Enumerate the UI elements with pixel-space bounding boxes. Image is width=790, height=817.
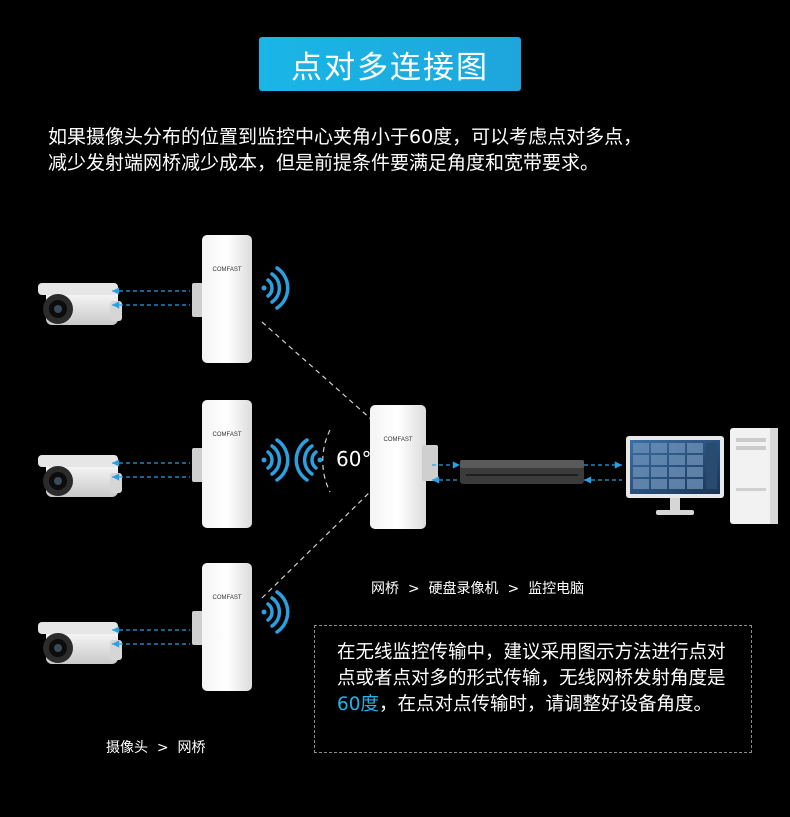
wifi-signal-icon — [294, 438, 323, 482]
path-label-right: 网桥 > 硬盘录像机 > 监控电脑 — [371, 578, 584, 598]
bridge-icon: COMFAST — [192, 563, 252, 691]
bridge-icon: COMFAST — [370, 405, 438, 529]
path-left-a: 摄像头 — [106, 740, 148, 756]
path-right-sep1: > — [407, 581, 420, 597]
path-left-sep: > — [156, 740, 169, 756]
angle-label: 60° — [336, 447, 372, 471]
brand-label: COMFAST — [212, 595, 241, 601]
intro-line-2: 减少发射端网桥减少成本，但是前提条件要满足角度和宽带要求。 — [48, 152, 600, 174]
path-right-sep2: > — [507, 581, 520, 597]
brand-label: COMFAST — [212, 267, 241, 273]
brand-label: COMFAST — [212, 432, 241, 438]
camera-links — [112, 287, 190, 648]
pc-tower-icon — [730, 428, 778, 524]
bridge-icon: COMFAST — [192, 235, 252, 363]
brand-label: COMFAST — [383, 437, 412, 443]
info-text-before: 在无线监控传输中，建议采用图示方法进行点对点或者点对多的形式传输，无线网桥发射角… — [337, 642, 726, 689]
angle-line-bottom — [261, 489, 373, 599]
page-title: 点对多连接图 — [259, 37, 521, 91]
path-right-b: 硬盘录像机 — [428, 581, 499, 597]
info-text-after: ，在点对点传输时，请调整好设备角度。 — [379, 694, 713, 715]
nvr-icon — [460, 460, 584, 484]
bridge-nvr-links — [432, 461, 622, 484]
wifi-signal-icon — [261, 438, 290, 482]
bridge-icon: COMFAST — [192, 400, 252, 528]
camera-icon — [38, 455, 122, 497]
path-left-b: 网桥 — [177, 740, 206, 756]
intro-text: 如果摄像头分布的位置到监控中心夹角小于60度，可以考虑点对多点， 减少发射端网桥… — [48, 124, 768, 176]
camera-icon — [38, 622, 122, 664]
wifi-signal-icon — [261, 266, 290, 310]
path-right-a: 网桥 — [371, 581, 399, 597]
info-box: 在无线监控传输中，建议采用图示方法进行点对点或者点对多的形式传输，无线网桥发射角… — [314, 625, 752, 753]
angle-lines — [261, 321, 373, 599]
monitor-icon — [626, 436, 724, 515]
intro-line-1: 如果摄像头分布的位置到监控中心夹角小于60度，可以考虑点对多点， — [48, 126, 643, 148]
angle-arc — [322, 429, 331, 493]
info-highlight: 60度 — [337, 694, 380, 715]
wifi-signal-icon — [261, 590, 290, 634]
path-label-left: 摄像头 > 网桥 — [106, 737, 206, 757]
camera-icon — [38, 283, 122, 325]
angle-line-top — [261, 321, 373, 421]
path-right-c: 监控电脑 — [528, 581, 585, 597]
